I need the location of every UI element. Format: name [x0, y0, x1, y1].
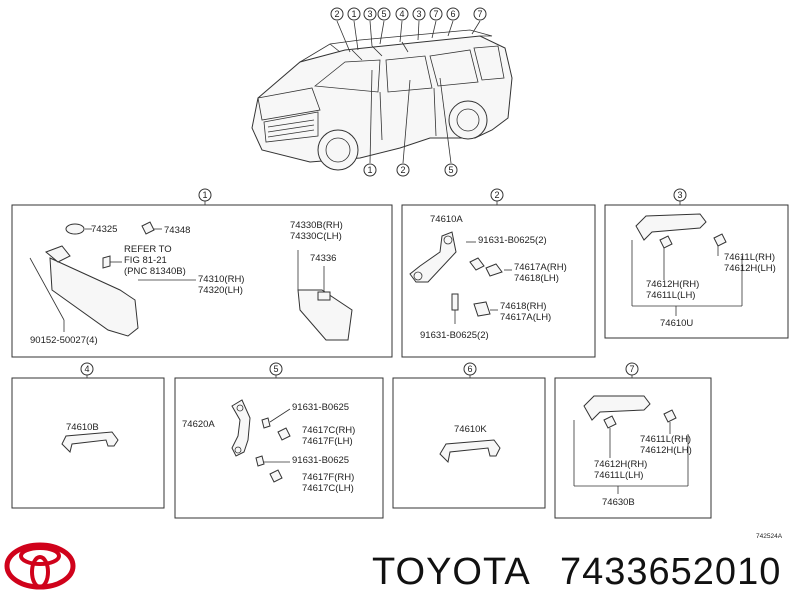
- callout-bubble: 2: [396, 163, 410, 177]
- callout-bubble: 7: [473, 7, 487, 21]
- svg-text:6: 6: [450, 9, 455, 19]
- part-label: 74618(RH): [500, 301, 546, 312]
- callout-bubble: 1: [363, 163, 377, 177]
- part-label: 74310(RH): [198, 274, 244, 285]
- svg-text:5: 5: [381, 9, 386, 19]
- part-label: 74611L(LH): [594, 470, 643, 481]
- svg-text:1: 1: [351, 9, 356, 19]
- part-label: 74611L(RH): [640, 434, 691, 445]
- part-label: 74610B: [66, 422, 99, 433]
- brand-name: TOYOTA: [372, 551, 531, 593]
- part-74348-shape: [141, 221, 155, 235]
- part-label: 74620A: [182, 419, 215, 430]
- callout-bubble: 4: [395, 7, 409, 21]
- svg-text:3: 3: [367, 9, 372, 19]
- diagram-code: 742524A: [756, 533, 783, 540]
- part-label: 74617F(LH): [302, 436, 353, 447]
- part-label: 74610A: [430, 214, 463, 225]
- panel-number: 5: [273, 364, 278, 374]
- assist-grip-bracket-shape: [409, 231, 457, 283]
- panel-7: 7 74611L(RH) 74612H(LH) 74612H(RH) 74611…: [554, 362, 712, 519]
- part-number: 7433652010: [560, 551, 781, 593]
- part-label: 74612H(RH): [646, 279, 699, 290]
- svg-text:5: 5: [448, 165, 453, 175]
- panel-1: 1 74325 74348 REFER TO FIG 81-21 (PNC 81…: [11, 188, 393, 358]
- part-label: 74612H(RH): [594, 459, 647, 470]
- panel-number: 7: [629, 364, 634, 374]
- part-label: 74612H(LH): [640, 445, 692, 456]
- part-label: 74610K: [454, 424, 487, 435]
- part-label: 74611L(RH): [724, 252, 775, 263]
- panel-5: 5 74620A 91631-B0625 74617C(RH) 74617F(L…: [174, 362, 384, 519]
- panel-number: 6: [467, 364, 472, 374]
- sun-visor-shape: [49, 257, 139, 337]
- assist-grip-shape: [439, 439, 501, 464]
- part-label: 74617A(RH): [514, 262, 567, 273]
- part-label: 74618(LH): [514, 273, 559, 284]
- svg-text:2: 2: [400, 165, 405, 175]
- svg-text:7: 7: [477, 9, 482, 19]
- assist-grip-shape: [583, 395, 651, 421]
- assist-grip-shape: [635, 213, 707, 241]
- part-label: 74330B(RH): [290, 220, 343, 231]
- assist-grip-shape: [61, 431, 119, 453]
- part-label: 74617C(RH): [302, 425, 355, 436]
- panel-6: 6 74610K: [392, 362, 546, 509]
- part-label: REFER TO: [124, 244, 172, 255]
- part-label: 91631-B0625: [292, 455, 349, 466]
- part-label: 90152-50027(4): [30, 335, 98, 346]
- toyota-logo: [4, 542, 76, 590]
- part-label: (PNC 81340B): [124, 266, 186, 277]
- panel-4: 4 74610B: [11, 362, 165, 509]
- part-label: 74617C(LH): [302, 483, 354, 494]
- svg-text:4: 4: [399, 9, 404, 19]
- callout-bubble: 6: [446, 7, 460, 21]
- callout-bubble: 1: [347, 7, 361, 21]
- callout-bubble: 3: [363, 7, 377, 21]
- part-label: 91631-B0625(2): [478, 235, 547, 246]
- part-label: 74617A(LH): [500, 312, 551, 323]
- callout-bubble: 7: [429, 7, 443, 21]
- panel-number: 4: [84, 364, 89, 374]
- callout-bubble: 5: [377, 7, 391, 21]
- svg-text:1: 1: [367, 165, 372, 175]
- panel-3: 3 74611L(RH) 74612H(LH) 74612H(RH) 74611…: [604, 188, 789, 339]
- part-label: 74336: [310, 253, 336, 264]
- part-label: FIG 81-21: [124, 255, 167, 266]
- svg-text:7: 7: [433, 9, 438, 19]
- assist-grip-bracket-shape: [231, 399, 251, 457]
- svg-text:3: 3: [416, 9, 421, 19]
- header-callouts: 2 1 3 5 4 3 7 6: [330, 7, 487, 21]
- part-label: 74320(LH): [198, 285, 243, 296]
- vanity-mirror-shape: [297, 289, 353, 341]
- part-label: 74630B: [602, 497, 635, 508]
- part-label: 74330C(LH): [290, 231, 342, 242]
- callout-bubble: 2: [330, 7, 344, 21]
- part-label: 74325: [91, 224, 117, 235]
- lower-callouts: 1 2 5: [363, 163, 458, 177]
- part-label: 74610U: [660, 318, 693, 329]
- part-label: 74348: [164, 225, 190, 236]
- panel-number: 1: [202, 190, 207, 200]
- panel-2: 2 74610A 91631-B0625(2) 74617A(RH) 74618…: [401, 188, 596, 358]
- part-label: 91631-B0625: [292, 402, 349, 413]
- part-label: 74612H(LH): [724, 263, 776, 274]
- part-74325-shape: [65, 223, 85, 235]
- part-label: 91631-B0625(2): [420, 330, 489, 341]
- part-label: 74617F(RH): [302, 472, 354, 483]
- panel-number: 3: [677, 190, 682, 200]
- callout-bubble: 3: [412, 7, 426, 21]
- svg-text:2: 2: [334, 9, 339, 19]
- part-label: 74611L(LH): [646, 290, 695, 301]
- callout-bubble: 5: [444, 163, 458, 177]
- vehicle-illustration: [251, 20, 513, 171]
- panel-number: 2: [494, 190, 499, 200]
